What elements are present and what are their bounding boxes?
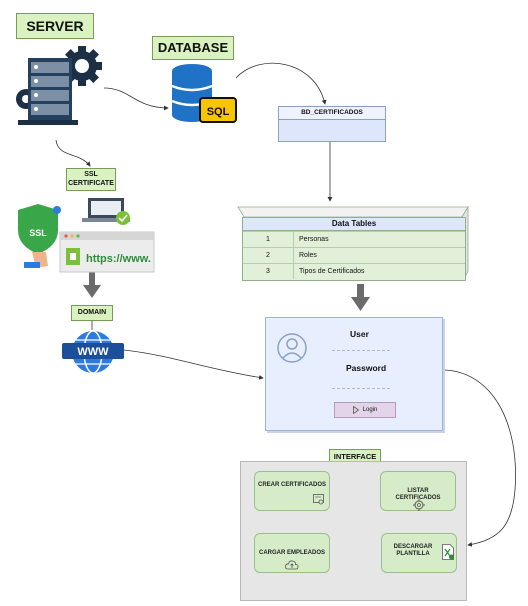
play-icon bbox=[352, 406, 359, 414]
database-icon: SQL bbox=[171, 64, 237, 123]
cargar-empleados-button[interactable]: CARGAR EMPLEADOS bbox=[254, 533, 330, 573]
descargar-plantilla-button[interactable]: DESCARGAR PLANTILLA bbox=[381, 533, 457, 573]
browser-icon: https://www. bbox=[59, 231, 155, 273]
server-to-ssl-arrow bbox=[55, 139, 91, 167]
user-field[interactable] bbox=[332, 350, 390, 351]
password-field[interactable] bbox=[332, 388, 390, 389]
sql-text: SQL bbox=[207, 106, 230, 118]
table-row: 3 Tipos de Certificados bbox=[243, 263, 465, 279]
user-icon bbox=[277, 333, 307, 363]
data-tables-title: Data Tables bbox=[243, 218, 465, 231]
table-cell-name: Roles bbox=[299, 252, 317, 259]
interface-panel: CREAR CERTIFICADOS LISTAR CERTIFICADOS C… bbox=[240, 461, 467, 601]
excel-icon bbox=[442, 544, 454, 560]
password-label: Password bbox=[346, 363, 387, 373]
server-label: SERVER bbox=[16, 13, 94, 39]
url-text: https://www. bbox=[86, 253, 151, 265]
login-card: User Password Login bbox=[265, 317, 443, 431]
domain-label: DOMAIN bbox=[71, 305, 113, 321]
login-button[interactable]: Login bbox=[334, 402, 396, 418]
table-row: 1 Personas bbox=[243, 231, 465, 247]
domain-to-login-arrow bbox=[123, 349, 264, 380]
data-tables-panel: Data Tables 1 Personas 2 Roles 3 Tipos d… bbox=[236, 205, 470, 281]
ssl-label-line1: SSL bbox=[84, 171, 98, 178]
server-to-database-arrow bbox=[103, 87, 169, 111]
table-cell-name: Tipos de Certificados bbox=[299, 268, 365, 275]
upload-icon bbox=[285, 560, 299, 570]
data-tables: Data Tables 1 Personas 2 Roles 3 Tipos d… bbox=[242, 217, 466, 281]
descargar-plantilla-label: DESCARGAR PLANTILLA bbox=[393, 544, 433, 557]
table-cell-name: Personas bbox=[299, 236, 329, 243]
www-text: WWW bbox=[77, 346, 109, 358]
table-cell-num: 1 bbox=[243, 232, 294, 247]
login-button-label: Login bbox=[362, 407, 378, 413]
laptop-icon bbox=[82, 198, 130, 225]
database-to-bd-arrow bbox=[235, 62, 327, 105]
certificate-icon bbox=[313, 494, 324, 505]
database-label: DATABASE bbox=[152, 36, 234, 60]
ssl-label-line2: CERTIFICATE bbox=[68, 180, 114, 187]
server-icon bbox=[16, 46, 102, 125]
crear-certificados-label: CREAR CERTIFICADOS bbox=[257, 482, 326, 488]
ssl-certificate-label: SSL CERTIFICATE bbox=[66, 168, 116, 191]
table-cell-num: 3 bbox=[243, 264, 294, 279]
user-label: User bbox=[350, 329, 369, 339]
globe-icon: WWW bbox=[62, 330, 124, 374]
table-row: 2 Roles bbox=[243, 247, 465, 263]
ssl-shield-text: SSL bbox=[29, 228, 47, 238]
listar-certificados-label: LISTAR CERTIFICADOS bbox=[395, 488, 441, 501]
cargar-empleados-label: CARGAR EMPLEADOS bbox=[258, 550, 325, 556]
listar-certificados-button[interactable]: LISTAR CERTIFICADOS bbox=[380, 471, 456, 511]
tables-to-login-thick-arrow bbox=[351, 284, 370, 311]
crear-certificados-button[interactable]: CREAR CERTIFICADOS bbox=[254, 471, 330, 511]
bd-certificados-title: BD_CERTIFICADOS bbox=[279, 107, 385, 120]
shield-icon: SSL bbox=[18, 204, 61, 268]
settings-icon bbox=[413, 499, 425, 511]
ssl-to-domain-thick-arrow bbox=[83, 272, 101, 298]
bd-certificados-box: BD_CERTIFICADOS bbox=[278, 106, 386, 142]
ssl-illustration: https://www. SSL bbox=[18, 198, 155, 273]
table-cell-num: 2 bbox=[243, 248, 294, 263]
